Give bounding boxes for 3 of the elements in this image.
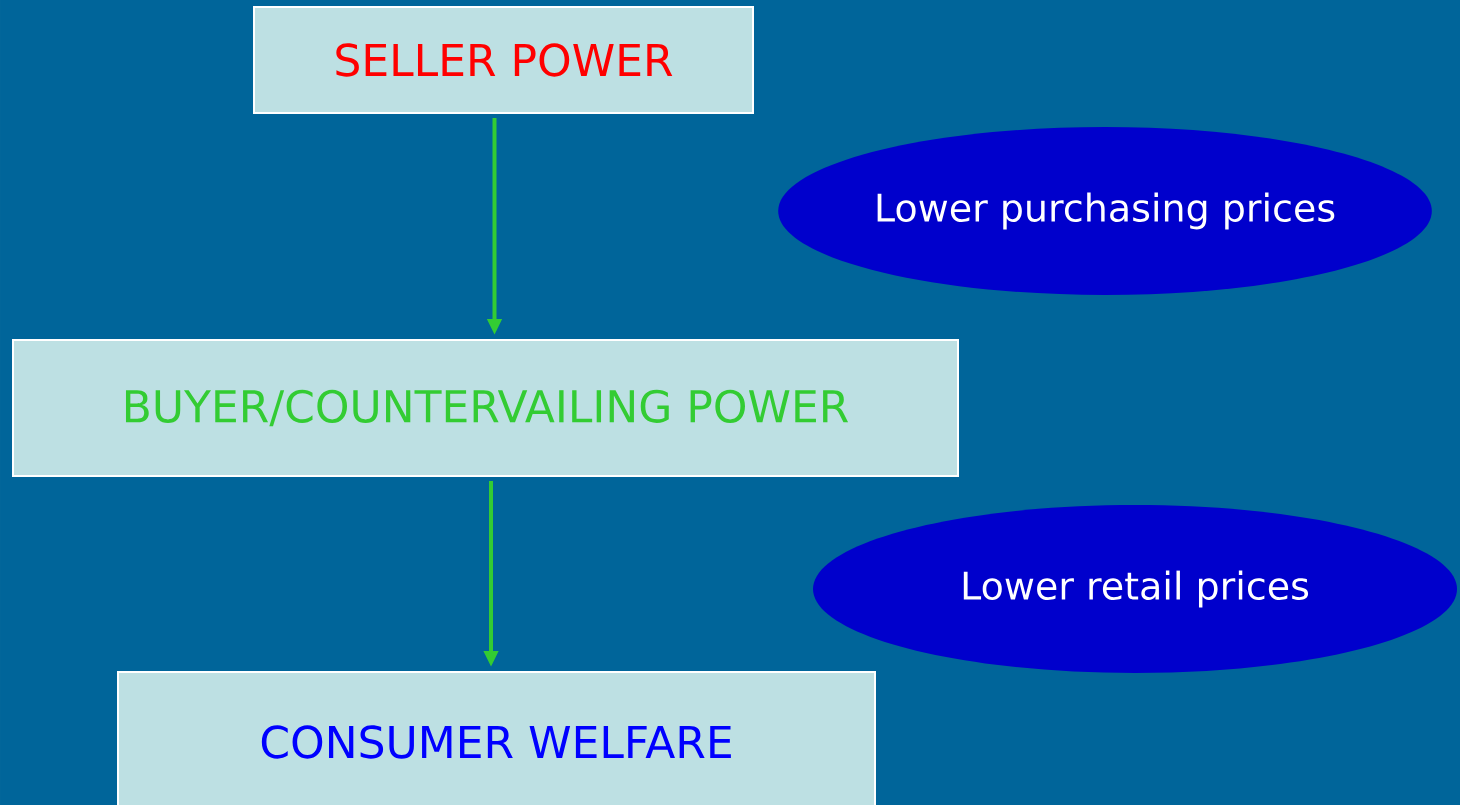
process-box: CONSUMER WELFARE <box>117 671 876 805</box>
process-box: BUYER/COUNTERVAILING POWER <box>12 339 959 477</box>
process-box: SELLER POWER <box>253 6 754 114</box>
